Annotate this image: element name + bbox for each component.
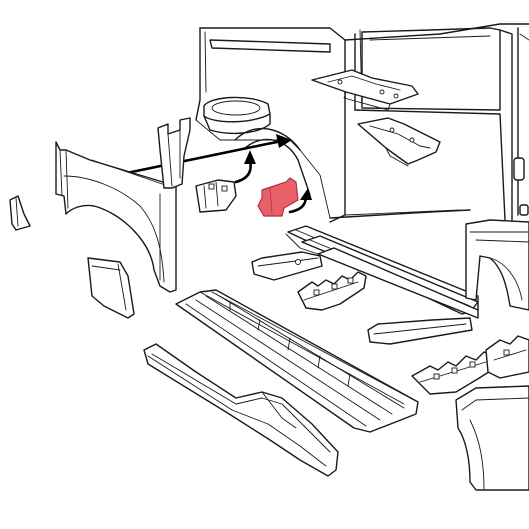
van-body xyxy=(195,23,529,223)
corner-patch-left xyxy=(9,195,31,231)
right-wheel-arch xyxy=(465,219,529,311)
lower-arch-repair xyxy=(87,257,135,319)
rear-quarter-panel xyxy=(55,141,177,293)
assembly-arrow-bracket xyxy=(234,150,256,184)
lower-right-panel xyxy=(455,385,529,491)
mounting-bracket xyxy=(195,179,237,213)
door-handle xyxy=(513,157,525,181)
crossmember-small xyxy=(251,251,323,281)
assembly-arrow-highlight xyxy=(288,188,312,214)
door-latch xyxy=(519,204,529,216)
crossmember-lower xyxy=(367,317,473,345)
bracket-middle xyxy=(357,117,441,167)
highlighted-part[interactable] xyxy=(257,177,299,217)
notched-bracket xyxy=(297,271,367,311)
notched-bracket-lower xyxy=(411,351,495,395)
bracket-upper xyxy=(311,69,419,111)
pillar-repair-piece xyxy=(157,117,191,189)
floor-rails xyxy=(285,225,479,319)
wheel-tub-panel xyxy=(203,96,271,135)
sill-panel xyxy=(143,343,339,477)
notched-bracket-far-right xyxy=(485,335,529,379)
floor-pan xyxy=(175,289,419,433)
